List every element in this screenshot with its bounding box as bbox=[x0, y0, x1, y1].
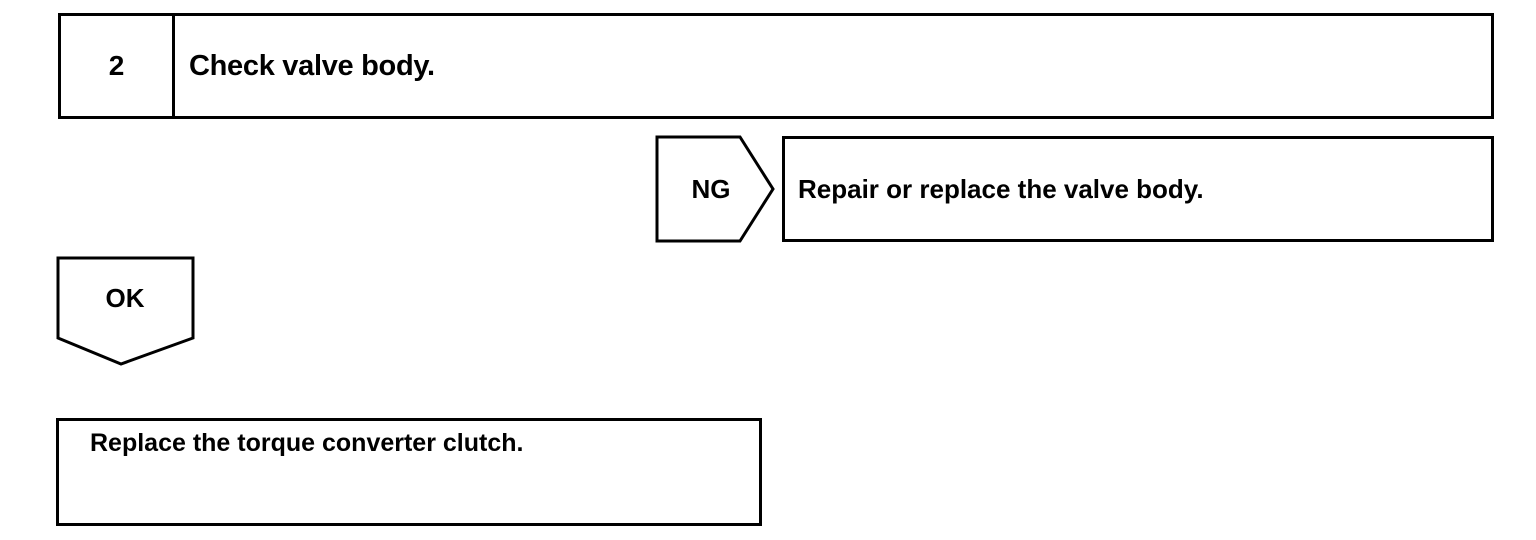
ng-arrow-tag bbox=[655, 135, 775, 243]
ng-label: NG bbox=[691, 173, 731, 204]
ok-action-box: Replace the torque converter clutch. bbox=[56, 418, 762, 526]
step-number: 2 bbox=[61, 16, 175, 116]
step-title: Check valve body. bbox=[189, 49, 435, 82]
ok-arrow-tag bbox=[56, 256, 195, 366]
ng-action-box: Repair or replace the valve body. bbox=[782, 136, 1494, 242]
ng-action-text: Repair or replace the valve body. bbox=[798, 173, 1204, 204]
ok-label: OK bbox=[105, 282, 145, 313]
step-box: 2 Check valve body. bbox=[58, 13, 1494, 119]
ok-action-text: Replace the torque converter clutch. bbox=[90, 429, 524, 457]
